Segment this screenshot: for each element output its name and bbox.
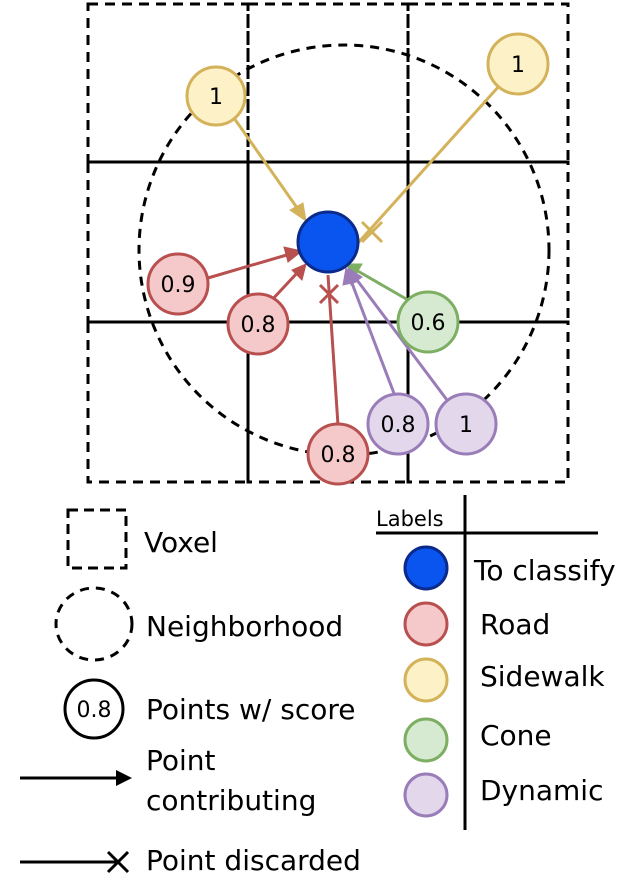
point-score-label: 1 <box>511 53 525 78</box>
point-score-label: 0.9 <box>161 273 196 298</box>
label-swatch-dynamic <box>403 772 449 818</box>
label-name: To classify <box>473 554 616 587</box>
label-name: Road <box>480 608 550 641</box>
point-node: 1 <box>434 392 498 456</box>
discard-x-mark <box>318 283 340 305</box>
label-name: Sidewalk <box>480 660 605 693</box>
legend-points-swatch <box>63 678 125 740</box>
voxel-cell <box>406 320 570 484</box>
point-score-label: 0.8 <box>241 313 276 338</box>
discard-x-mark <box>360 220 384 244</box>
edge-road-contributing <box>207 252 291 280</box>
legend-contributing-label-line1: Point <box>146 744 216 777</box>
legend-voxel-label: Voxel <box>144 526 218 559</box>
legend-points-label: Points w/ score <box>146 693 355 726</box>
label-swatch-cone <box>403 717 449 763</box>
point-to-classify <box>296 210 360 274</box>
legend-voxel-swatch <box>66 508 128 570</box>
legend-discarded-x-mark <box>106 850 130 874</box>
point-score-label: 1 <box>209 85 223 110</box>
point-node: 0.8 <box>366 392 430 456</box>
labels-table: Labels To classify Road Sidewalk Cone Dy… <box>376 495 616 830</box>
voxel-cell <box>86 320 250 484</box>
edge-dynamic-contributing <box>352 275 449 401</box>
point-node: 1 <box>486 32 550 96</box>
arrowhead <box>347 266 363 286</box>
legend-points-sample: 0.8 <box>77 698 112 723</box>
edge-cone-contributing <box>355 268 409 302</box>
point-score-label: 0.8 <box>381 413 416 438</box>
legend-neighborhood-swatch <box>54 586 134 662</box>
legend-contributing-label-line2: contributing <box>146 784 316 817</box>
label-name: Dynamic <box>480 774 603 807</box>
legend-neighborhood-label: Neighborhood <box>146 610 343 643</box>
point-node: 0.8 <box>226 292 290 356</box>
arrowhead <box>283 246 304 263</box>
legend-discarded-label: Point discarded <box>146 844 361 877</box>
point-score-label: 1 <box>459 413 473 438</box>
arrowhead <box>289 202 307 223</box>
labels-title: Labels <box>376 507 444 531</box>
arrowhead <box>291 263 307 281</box>
edge-road-contributing <box>268 270 300 304</box>
label-name: Cone <box>480 719 552 752</box>
edge-sidewalk-contributing <box>232 117 302 213</box>
point-score-label: 0.8 <box>321 443 356 468</box>
point-node: 1 <box>185 65 247 127</box>
point-node: 0.8 <box>306 422 370 486</box>
point-node: 0.6 <box>396 290 460 354</box>
edge-sidewalk-discarded <box>356 83 502 245</box>
legend: Voxel Neighborhood 0.8 Points w/ score P… <box>20 508 361 877</box>
voxel-cell <box>406 2 570 164</box>
edge-dynamic-contributing <box>348 277 397 397</box>
label-swatch-to-classify <box>403 545 449 591</box>
label-swatch-sidewalk <box>403 657 449 703</box>
point-score-label: 0.6 <box>411 311 446 336</box>
edge-road-discarded <box>326 274 340 426</box>
legend-contributing-arrowhead <box>116 770 132 786</box>
point-node: 0.9 <box>146 252 210 316</box>
voxel-cell <box>246 2 410 164</box>
connections <box>207 83 502 426</box>
label-swatch-road <box>403 601 449 647</box>
